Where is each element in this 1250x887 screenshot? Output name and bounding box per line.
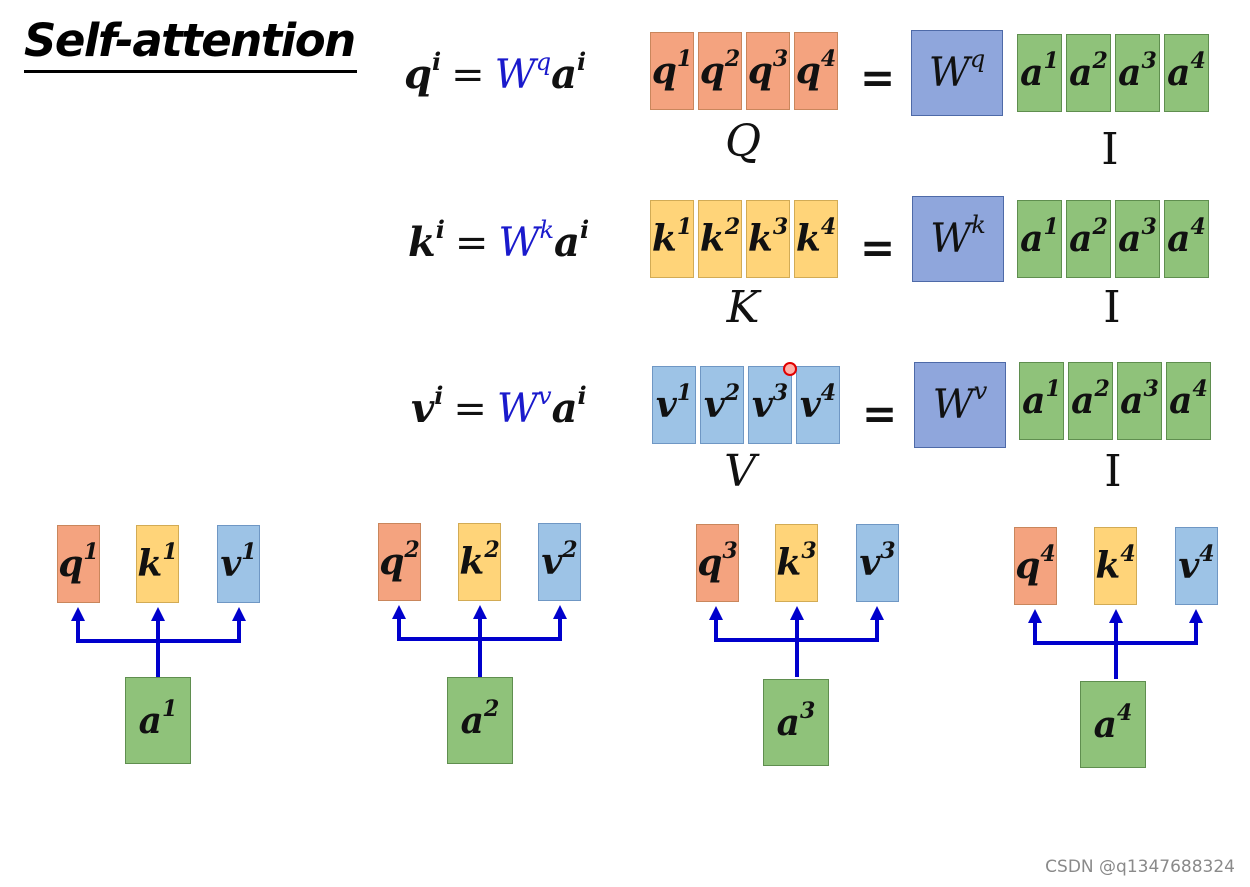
eq-v-w: W [496, 386, 539, 432]
eq-v-equals: = [453, 386, 487, 432]
eq-k-sup: i [435, 214, 445, 244]
k-row-equals: = [860, 223, 896, 272]
q-matrix-label: Q [724, 116, 762, 167]
eq-k-var: k [408, 219, 436, 266]
v-equation: vi=Wvai [411, 380, 587, 434]
eq-k-w-sup: k [539, 215, 555, 244]
k-matrix-label: K [726, 282, 760, 333]
eq-q-w-sup: q [535, 47, 552, 76]
v-matrix-label: V [724, 446, 756, 497]
eq-q-a: a [551, 51, 578, 98]
eq-k-equals: = [454, 220, 489, 266]
eq-v-a: a [551, 385, 578, 432]
q-equation: qi=Wqai [404, 46, 587, 100]
v-row-equals: = [862, 389, 898, 438]
eq-k-w: W [498, 220, 540, 266]
eq-q-equals: = [451, 52, 485, 98]
eq-q-sup: i [431, 46, 442, 76]
cursor-dot [783, 362, 797, 376]
eq-v-a-sup: i [577, 380, 587, 410]
v-input-label: I [1104, 446, 1122, 497]
eq-v-sup: i [434, 380, 444, 410]
eq-v-w-sup: v [538, 381, 552, 410]
q-row-equals: = [860, 53, 896, 102]
eq-q-w: W [494, 52, 536, 98]
page-title: Self-attention [24, 14, 357, 73]
eq-q-var: q [404, 51, 432, 98]
eq-k-a-sup: i [579, 214, 590, 244]
eq-k-a: a [554, 219, 580, 266]
q-input-label: I [1101, 124, 1119, 175]
k-input-label: I [1103, 282, 1121, 333]
eq-q-a-sup: i [577, 46, 587, 76]
watermark: CSDN @q1347688324 [1045, 857, 1235, 877]
eq-v-var: v [411, 385, 435, 432]
k-equation: ki=Wkai [408, 214, 590, 268]
